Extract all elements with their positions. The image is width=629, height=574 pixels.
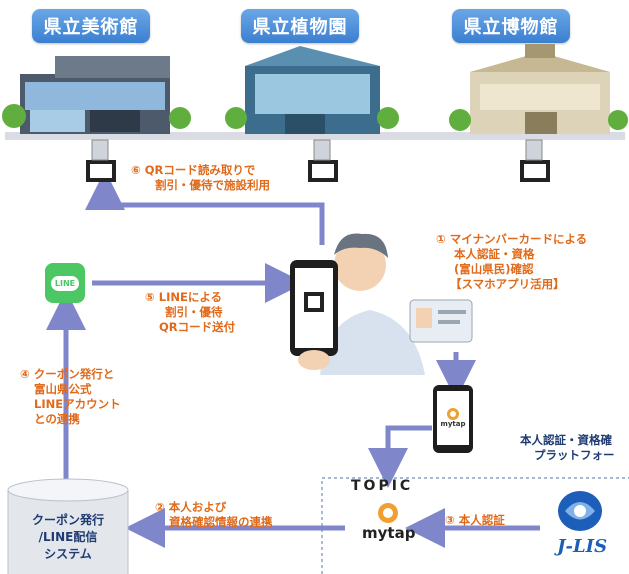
qr-reader-icon: [86, 139, 116, 182]
step4-label: ④ クーポン発行と 富山県公式 LINEアカウント との連携: [20, 367, 121, 427]
my-number-card-icon: [409, 299, 473, 343]
mytap-logo-text: mytap: [362, 524, 416, 542]
jlis-logo-text: J-LIS: [557, 536, 608, 557]
jlis-logo-icon: [558, 491, 602, 531]
coupon-system-line3: システム: [44, 547, 92, 561]
step4-line2: 富山県公式: [34, 382, 92, 396]
tree-icon: [449, 109, 628, 131]
platform-label-line1: 本人認証・資格確: [520, 433, 612, 447]
mytap-phone-label: mytap: [440, 420, 466, 428]
step5-line2: 割引・優待: [165, 305, 223, 319]
step1-line2: 本人認証・資格: [454, 247, 535, 261]
step1-line3: (富山県民)確認: [454, 262, 534, 276]
step1-label: ① マイナンバーカードによる 本人認証・資格 (富山県民)確認 【スマホアプリ活…: [436, 232, 587, 292]
qr-reader-icon: [520, 139, 550, 182]
step3-label: ③ 本人認証: [445, 513, 505, 527]
step5-line1: ⑤ LINEによる: [145, 290, 222, 304]
coupon-system-line1: クーポン発行: [31, 513, 104, 527]
line-app-icon: LINE: [45, 263, 85, 303]
step2-line2: 資格確認情報の連携: [169, 515, 273, 529]
art-museum-building: [20, 56, 170, 134]
arrow-step6: [85, 170, 325, 245]
line-icon-text: LINE: [50, 275, 80, 291]
step1-line1: ① マイナンバーカードによる: [436, 232, 588, 246]
step1-line4: 【スマホアプリ活用】: [450, 277, 565, 291]
tree-icon: [2, 104, 191, 129]
facility-tag-art: 県立美術館: [32, 9, 150, 43]
mytap-logo-icon: [447, 408, 459, 420]
step6-line1: ⑥ QRコード読み取りで: [131, 163, 256, 177]
step6-line2: 割引・優待で施設利用: [155, 178, 270, 192]
step5-label: ⑤ LINEによる 割引・優待 QRコード送付: [145, 290, 235, 335]
coupon-system-label: クーポン発行 /LINE配信 システム: [14, 512, 122, 563]
coupon-system-database-icon: [7, 478, 129, 574]
person-with-smartphone-illustration: [290, 233, 425, 375]
facility-tag-botanical: 県立植物園: [241, 9, 359, 43]
mytap-logo-icon: [378, 503, 398, 523]
facility-tag-museum: 県立博物館: [452, 9, 570, 43]
step4-line4: との連携: [34, 412, 80, 426]
step5-line3: QRコード送付: [159, 320, 236, 334]
history-museum-building: [470, 44, 610, 134]
buildings-illustration: [2, 44, 628, 140]
step6-label: ⑥ QRコード読み取りで 割引・優待で施設利用: [131, 163, 270, 193]
step2-line1: ② 本人および: [155, 500, 227, 514]
topic-logo-text: TOPIC: [351, 478, 414, 494]
botanical-garden-building: [245, 46, 380, 134]
platform-label: 本人認証・資格確 プラットフォー: [520, 433, 615, 463]
tree-icon: [225, 107, 399, 129]
platform-box: [321, 477, 629, 574]
coupon-system-line2: /LINE配信: [38, 530, 98, 544]
arrow-phone-to-platform: [368, 425, 432, 488]
step4-line3: LINEアカウント: [34, 397, 121, 411]
platform-label-line2: プラットフォー: [534, 448, 615, 462]
qr-reader-icon: [308, 139, 338, 182]
step2-label: ② 本人および 資格確認情報の連携: [155, 500, 273, 530]
step4-line1: ④ クーポン発行と: [20, 367, 115, 381]
mytap-smartphone-icon: mytap: [433, 385, 473, 453]
